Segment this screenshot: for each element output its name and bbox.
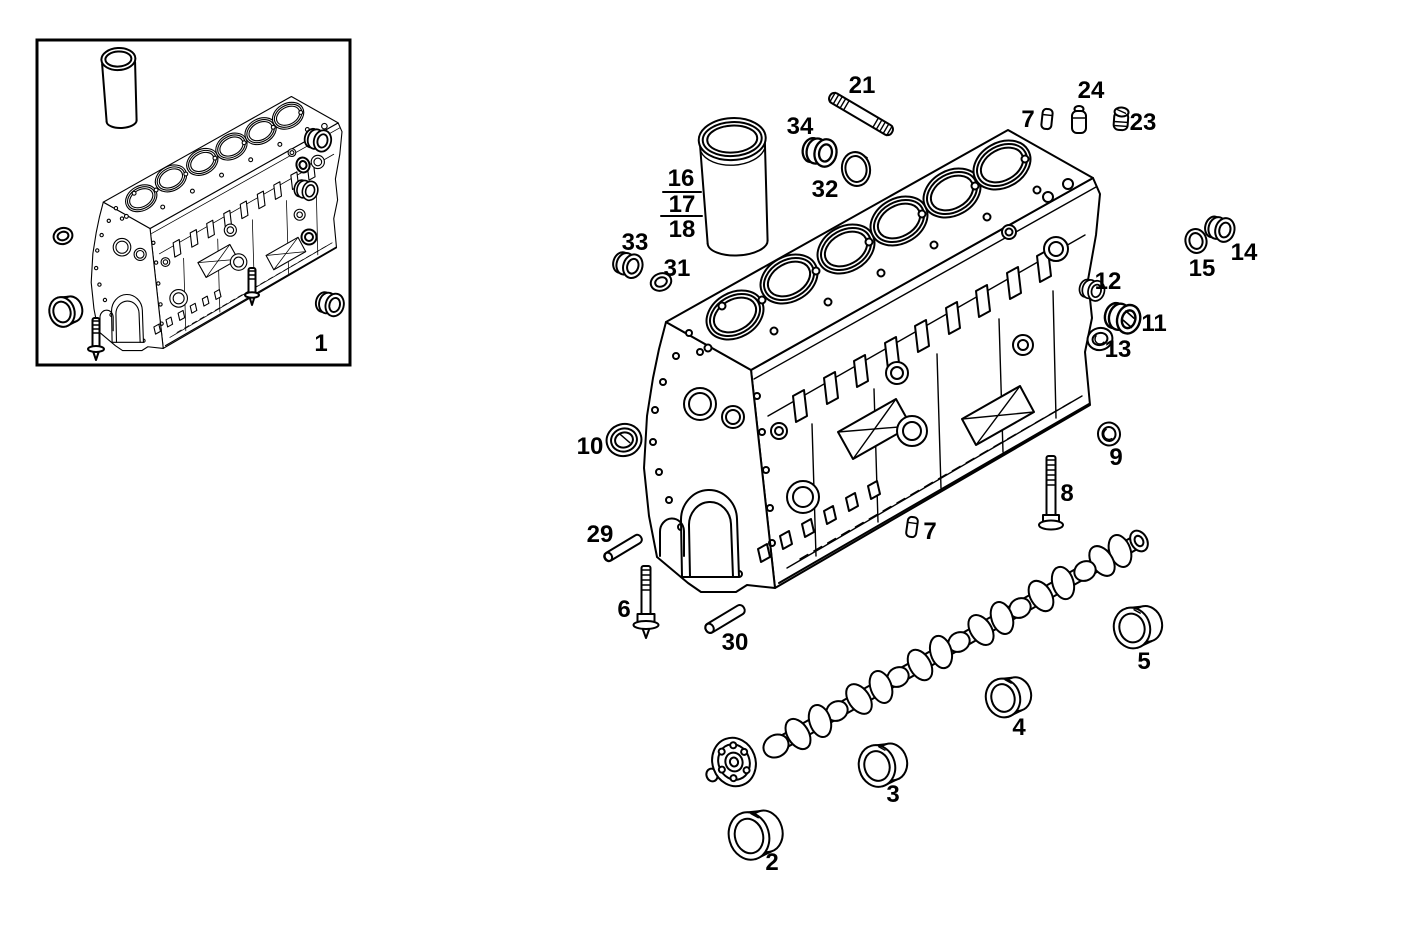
callout-14: 14 [1231,239,1258,266]
callout-33: 33 [622,229,649,256]
camshaft [705,529,1149,788]
dowel-pin-29 [603,533,643,563]
inset-bushing [48,295,84,328]
callout-21: 21 [849,72,876,99]
bushing-4 [984,676,1033,719]
screw-plug-11 [1103,301,1142,335]
callout-29: 29 [587,521,614,548]
seal-ring-13 [1086,326,1114,352]
callout-32: 32 [812,176,839,203]
camshaft-flange [711,736,757,788]
small-plug-24 [1071,105,1087,134]
callout-23: 23 [1130,109,1157,136]
callout-16: 16 [668,165,695,192]
callout-30: 30 [722,629,749,656]
screw-23 [1112,106,1130,132]
cylinder-liner [697,117,769,257]
bushing-3 [857,742,909,788]
callout-11: 11 [1141,310,1166,337]
plug-12 [1078,278,1106,302]
seal-ring-9 [1096,421,1122,447]
screw-plug-14 [1204,215,1236,243]
callout-5: 5 [1137,648,1150,675]
bolt-6 [632,565,660,639]
callout-6: 6 [617,596,630,623]
callout-9: 9 [1109,444,1122,471]
shaft-seal-10 [605,422,643,458]
callout-7-top: 7 [1021,106,1034,133]
inset-border [35,38,352,367]
inset-plug-a [303,127,333,153]
callout-34: 34 [787,113,814,140]
callout-4: 4 [1012,714,1026,741]
callout-12: 12 [1095,268,1122,295]
stud-7-top [1040,107,1054,131]
snap-ring-32 [840,151,872,187]
main-block [643,129,1101,593]
inset-plug-c [293,179,319,202]
callout-24: 24 [1078,77,1105,104]
inset-seal-ring [52,226,74,246]
callout-13: 13 [1105,336,1132,363]
stud-21 [828,91,894,137]
bushing-2 [727,809,784,861]
stud-7-bottom [905,515,919,539]
callout-3: 3 [886,781,899,808]
inset-cylinder-liner [100,47,138,129]
callout-10: 10 [577,433,604,460]
callout-31: 31 [664,255,691,282]
bushing-5 [1112,605,1164,650]
inset-assembly-view [35,38,352,367]
seal-ring-31 [649,272,673,292]
dowel-pin-30 [704,604,746,634]
callout-2: 2 [765,849,778,876]
inset-ring-b [295,156,311,174]
inset-bolt-a [87,317,105,361]
callout-17: 17 [669,191,696,218]
callout-1: 1 [314,330,327,357]
callout-7-bottom: 7 [923,518,936,545]
inset-core-plug [300,228,318,246]
bolt-8 [1038,455,1064,531]
plug-34 [801,136,838,168]
seal-ring-15 [1184,228,1208,254]
callout-15: 15 [1189,255,1216,282]
inset-bolt-b [244,267,260,306]
screw-plug-33 [612,251,644,280]
callout-8: 8 [1060,480,1073,507]
callout-18: 18 [669,216,696,243]
inset-plug-d [314,291,345,318]
callouts: 1 2 3 4 5 6 7 7 8 9 10 11 12 13 14 15 16… [314,72,1258,876]
